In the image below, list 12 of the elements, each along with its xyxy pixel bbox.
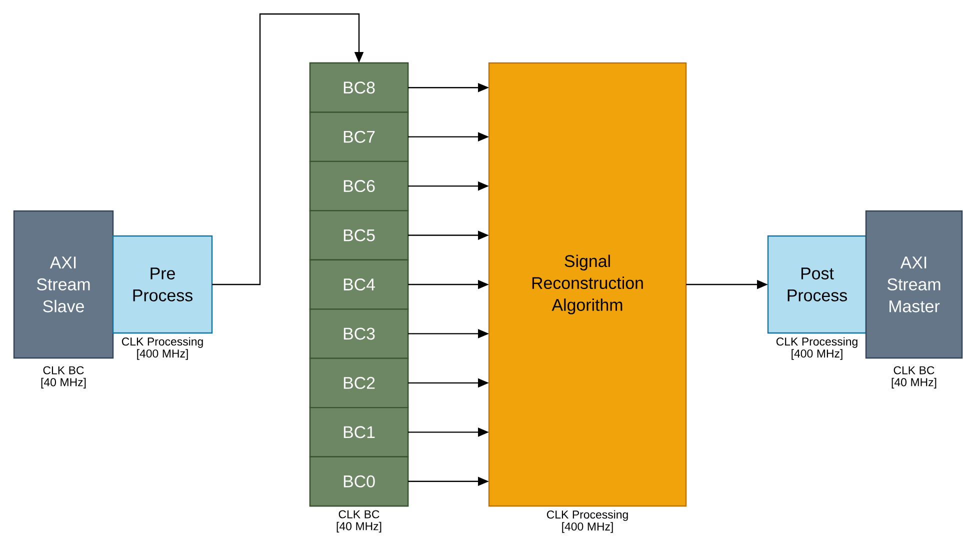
clock-caption: CLK BC [40 MHz]: [336, 510, 382, 533]
arrow: [212, 13, 364, 286]
stream-block: AXI Stream Master: [865, 210, 963, 359]
clock-caption: CLK Processing [400 MHz]: [122, 337, 203, 360]
clock-caption: CLK Processing [400 MHz]: [546, 510, 628, 533]
clock-caption: CLK Processing [400 MHz]: [776, 337, 858, 360]
process-box: Pre Process: [112, 235, 213, 334]
process-box: Post Process: [767, 235, 867, 334]
clock-caption: CLK BC [40 MHz]: [41, 366, 86, 389]
clock-caption: CLK BC [40 MHz]: [892, 366, 936, 389]
stream-block: AXI Stream Slave: [13, 210, 114, 359]
algorithm-block: Signal Reconstruction Algorithm: [488, 62, 687, 507]
